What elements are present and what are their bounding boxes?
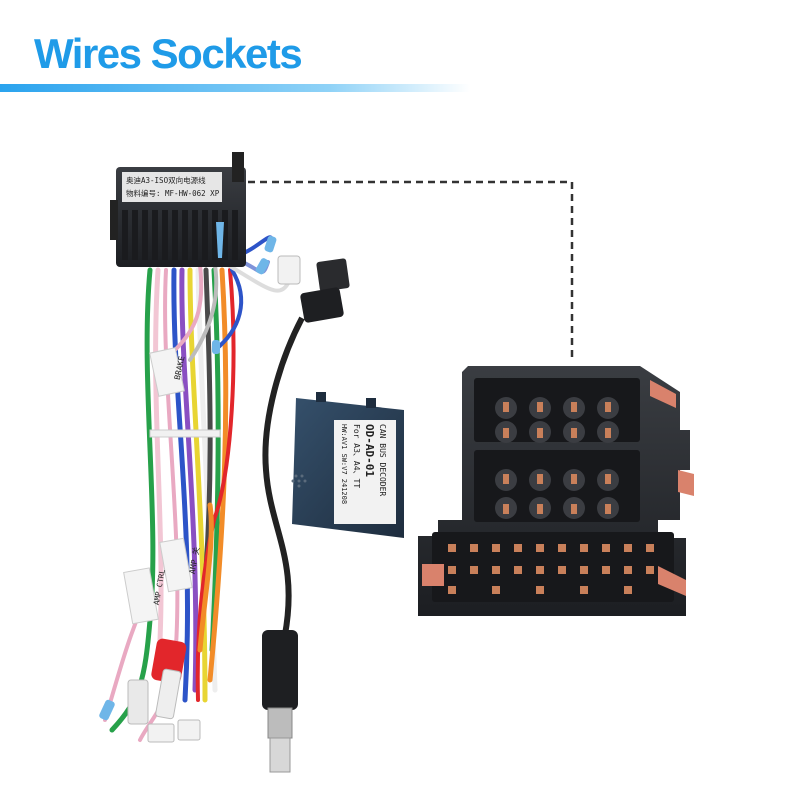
page-title: Wires Sockets [34, 30, 303, 77]
harness-head-connector: 奥迪A3-ISO双向电源线 物料编号: MF-HW-062 XP [110, 152, 246, 267]
iso-socket-connector [418, 366, 694, 616]
decoder-line4: HW:AV1 SW:V7 241208 [340, 424, 348, 504]
wire-tag-brake: BRAKE [149, 347, 187, 397]
wire-tag-amp: AMP 关 [159, 537, 202, 593]
bullet-connectors [212, 235, 301, 354]
rca-plugs [99, 638, 201, 743]
harness-header-line2: 物料编号: MF-HW-062 XP [126, 188, 220, 198]
decoder-line2: OD-AD-01 [363, 424, 376, 477]
wire-tag-amp-ctrl: AMP CTRL [123, 567, 167, 625]
antenna-adapter-cable [262, 258, 350, 773]
decoder-line1: CAN BUS DECODER [378, 424, 387, 496]
title-underline [0, 84, 470, 92]
can-bus-decoder: CAN BUS DECODER OD-AD-01 For A3、A4、TT HW… [291, 392, 404, 538]
decoder-line3: For A3、A4、TT [352, 424, 361, 488]
harness-header-line1: 奥迪A3-ISO双向电源线 [126, 175, 206, 185]
dashed-leader-line [248, 180, 574, 362]
tag-amp-label: AMP 关 [187, 546, 202, 575]
wire-tie-1 [149, 429, 221, 438]
